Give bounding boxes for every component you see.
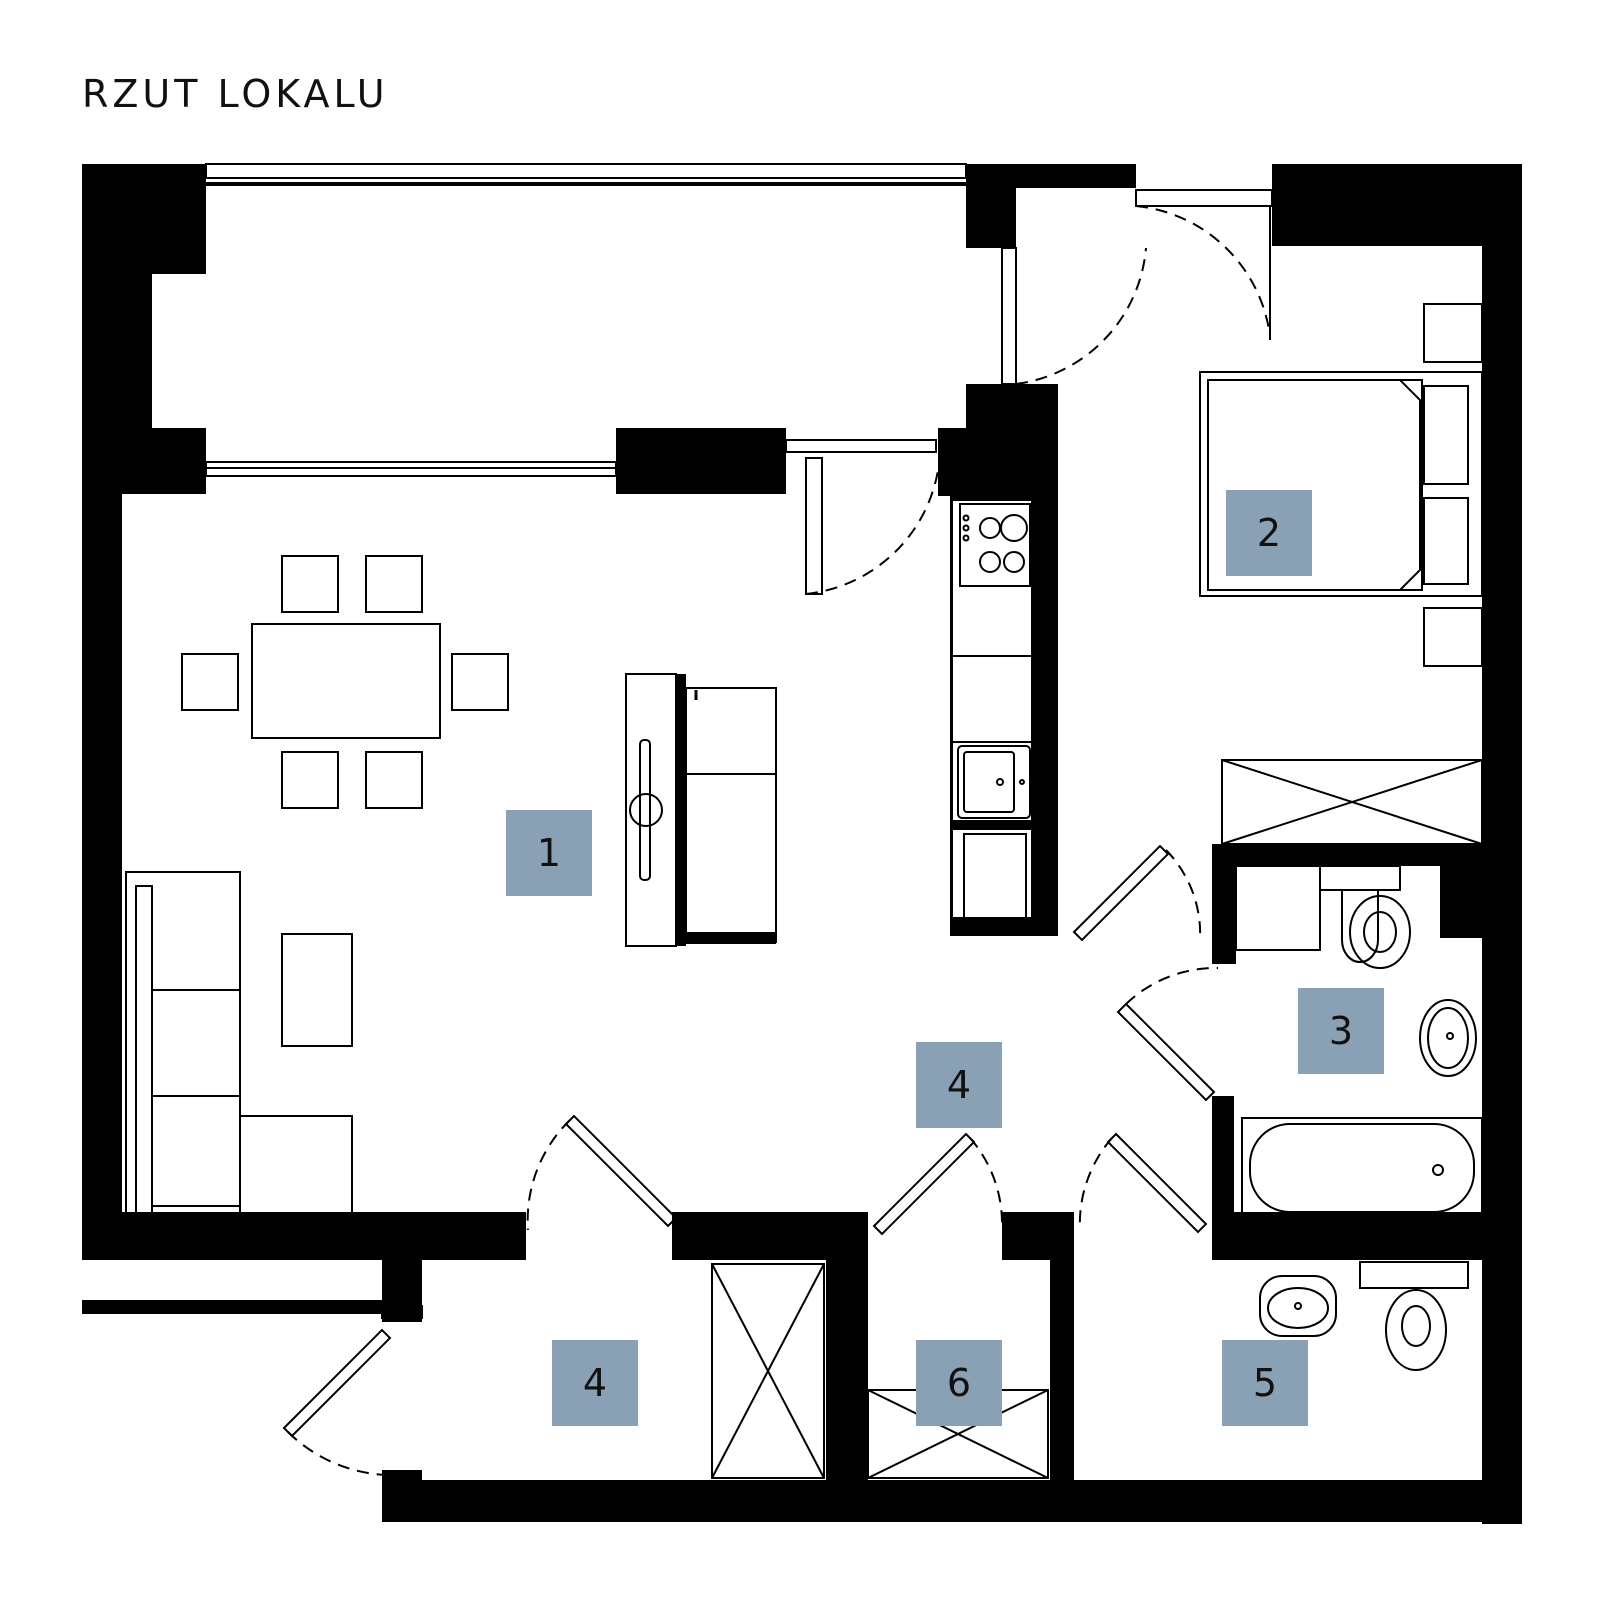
cooktop-burner (1003, 551, 1025, 573)
wardrobe (1221, 759, 1483, 845)
wall-bath-left-bottom (1212, 1096, 1234, 1238)
island-seating (685, 687, 777, 943)
washbasin (1419, 999, 1477, 1077)
room-4a-label-bg (552, 1340, 638, 1426)
room-3-label: 3 (1329, 1009, 1353, 1053)
nightstand (1423, 303, 1483, 363)
cooktop-burner (979, 551, 1001, 573)
door-balcony-leaf (805, 457, 823, 595)
sofa-chaise (239, 1115, 353, 1223)
room-4a-label: 4 (583, 1361, 607, 1405)
kitchen-sink (957, 745, 1031, 819)
furniture-lower (711, 1261, 1469, 1479)
room-2-label: 2 (1257, 511, 1281, 555)
furniture-bathroom (1235, 865, 1483, 1219)
wc-washbasin (1259, 1275, 1337, 1337)
balcony-top-rail (205, 163, 967, 179)
wc-toilet-tank (1359, 1261, 1469, 1289)
furniture-bedroom (1199, 303, 1483, 845)
washer (1235, 865, 1321, 951)
coffee-table (281, 933, 353, 1047)
wall-top-center-2 (966, 164, 1136, 188)
room-4b-label-bg (916, 1042, 1002, 1128)
nightstand (1423, 607, 1483, 667)
window-bedroom (1135, 189, 1273, 207)
dining-chair (181, 653, 239, 711)
wall-bath-notch (1440, 844, 1482, 938)
wall-living-top (616, 428, 786, 494)
room-labels: 1 2 3 4 4 5 6 (506, 490, 1384, 1426)
room-5-label: 5 (1253, 1361, 1277, 1405)
door-wc-leaf (1106, 1132, 1208, 1234)
room-3-label-bg (1298, 988, 1384, 1074)
closet-cabinet (711, 1263, 825, 1479)
dining-chair (365, 751, 423, 809)
wall-pier-center (966, 384, 1034, 496)
wall-entry-top (382, 1260, 422, 1322)
wall-bottom (382, 1480, 1522, 1522)
fridge (963, 833, 1027, 921)
wall-right (1482, 164, 1522, 1524)
wall-bath-left-top (1212, 844, 1236, 964)
kitchen-counter (950, 496, 1034, 936)
dining-chair (365, 555, 423, 613)
sofa (125, 871, 241, 1223)
door-closet-leaf (872, 1132, 976, 1236)
pillow (1423, 385, 1469, 485)
room-1-label-bg (506, 810, 592, 896)
walls (82, 163, 1522, 1524)
plan-title: RZUT LOKALU (82, 72, 389, 116)
room-6-label: 6 (947, 1361, 971, 1405)
wall-left-mid (82, 428, 206, 494)
wall-mid-bottom-2 (1002, 1212, 1074, 1260)
wall-bath-top (1212, 844, 1482, 866)
door-entry-leaf (282, 1328, 392, 1438)
room-6-label-bg (916, 1340, 1002, 1426)
wc-toilet (1385, 1289, 1447, 1371)
bathtub (1241, 1117, 1483, 1219)
room-1-label: 1 (537, 831, 561, 875)
wall-closet-left (826, 1212, 868, 1482)
toilet-tank (1319, 865, 1401, 891)
door-bath-leaf (1116, 1002, 1216, 1102)
dining-chair (281, 555, 339, 613)
door-vestibule-leaf (564, 1114, 678, 1228)
wall-entry-ext (82, 1300, 382, 1314)
cooktop (959, 503, 1031, 587)
room-4b-label: 4 (947, 1063, 971, 1107)
room-2-label-bg (1226, 490, 1312, 576)
cooktop-burner (1000, 514, 1028, 542)
wall-living-bottom (82, 1212, 526, 1260)
dining-table (251, 623, 441, 739)
double-bed (1199, 371, 1483, 597)
wall-kitchen-bedroom (1034, 384, 1058, 936)
room-5-label-bg (1222, 1340, 1308, 1426)
window-frame-center (1001, 247, 1017, 385)
door-bedroom-leaf (1072, 844, 1170, 942)
wall-wc-left (1050, 1260, 1074, 1482)
toilet (1349, 895, 1411, 969)
wall-top-right (1272, 164, 1520, 246)
doors (282, 205, 1271, 1477)
dining-chair (451, 653, 509, 711)
dining-chair (281, 751, 339, 809)
door-frame-balcony (785, 439, 937, 453)
furniture-living (125, 555, 777, 1223)
pillow (1423, 497, 1469, 585)
wall-bath-bottom (1212, 1212, 1522, 1260)
